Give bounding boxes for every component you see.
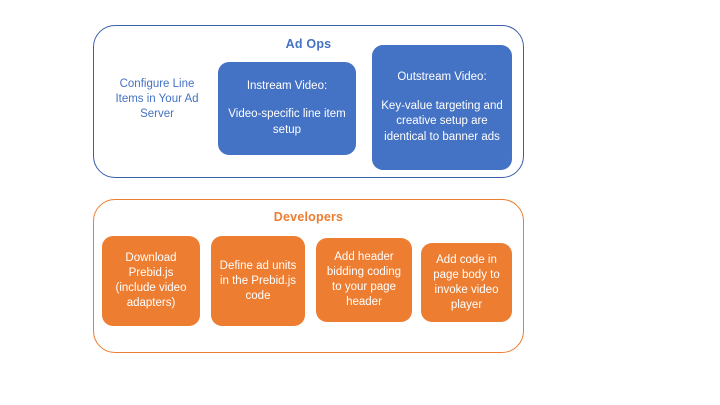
node-download-prebid: Download Prebid.js (include video adapte…: [102, 236, 200, 326]
node-download-prebid-label: Download Prebid.js (include video adapte…: [115, 252, 187, 309]
node-add-page-body-code: Add code in page body to invoke video pl…: [421, 243, 512, 322]
group-title-developers: Developers: [273, 210, 344, 224]
node-instream-video-text: Video-specific line item setup: [228, 108, 346, 136]
node-instream-video: Instream Video: Video-specific line item…: [218, 62, 356, 155]
spacer: [224, 94, 350, 107]
node-outstream-video-text: Key-value targeting and creative setup a…: [381, 99, 503, 143]
node-add-page-body-code-label: Add code in page body to invoke video pl…: [433, 253, 500, 311]
node-add-header-bidding-code-label: Add header bidding coding to your page h…: [326, 251, 402, 308]
node-configure-line-items: Configure Line Items in Your Ad Server: [104, 73, 210, 125]
node-instream-video-heading: Instream Video:: [246, 79, 328, 92]
node-define-ad-units-label: Define ad units in the Prebid.js code: [219, 259, 297, 302]
node-define-ad-units: Define ad units in the Prebid.js code: [211, 236, 305, 326]
node-outstream-video-heading: Outstream Video:: [397, 71, 487, 83]
node-configure-line-items-label: Configure Line Items in Your Ad Server: [115, 77, 199, 120]
spacer: [378, 86, 506, 99]
node-outstream-video: Outstream Video: Key-value targeting and…: [372, 45, 512, 170]
node-add-header-bidding-code: Add header bidding coding to your page h…: [316, 238, 412, 322]
group-title-ad-ops: Ad Ops: [285, 37, 332, 51]
